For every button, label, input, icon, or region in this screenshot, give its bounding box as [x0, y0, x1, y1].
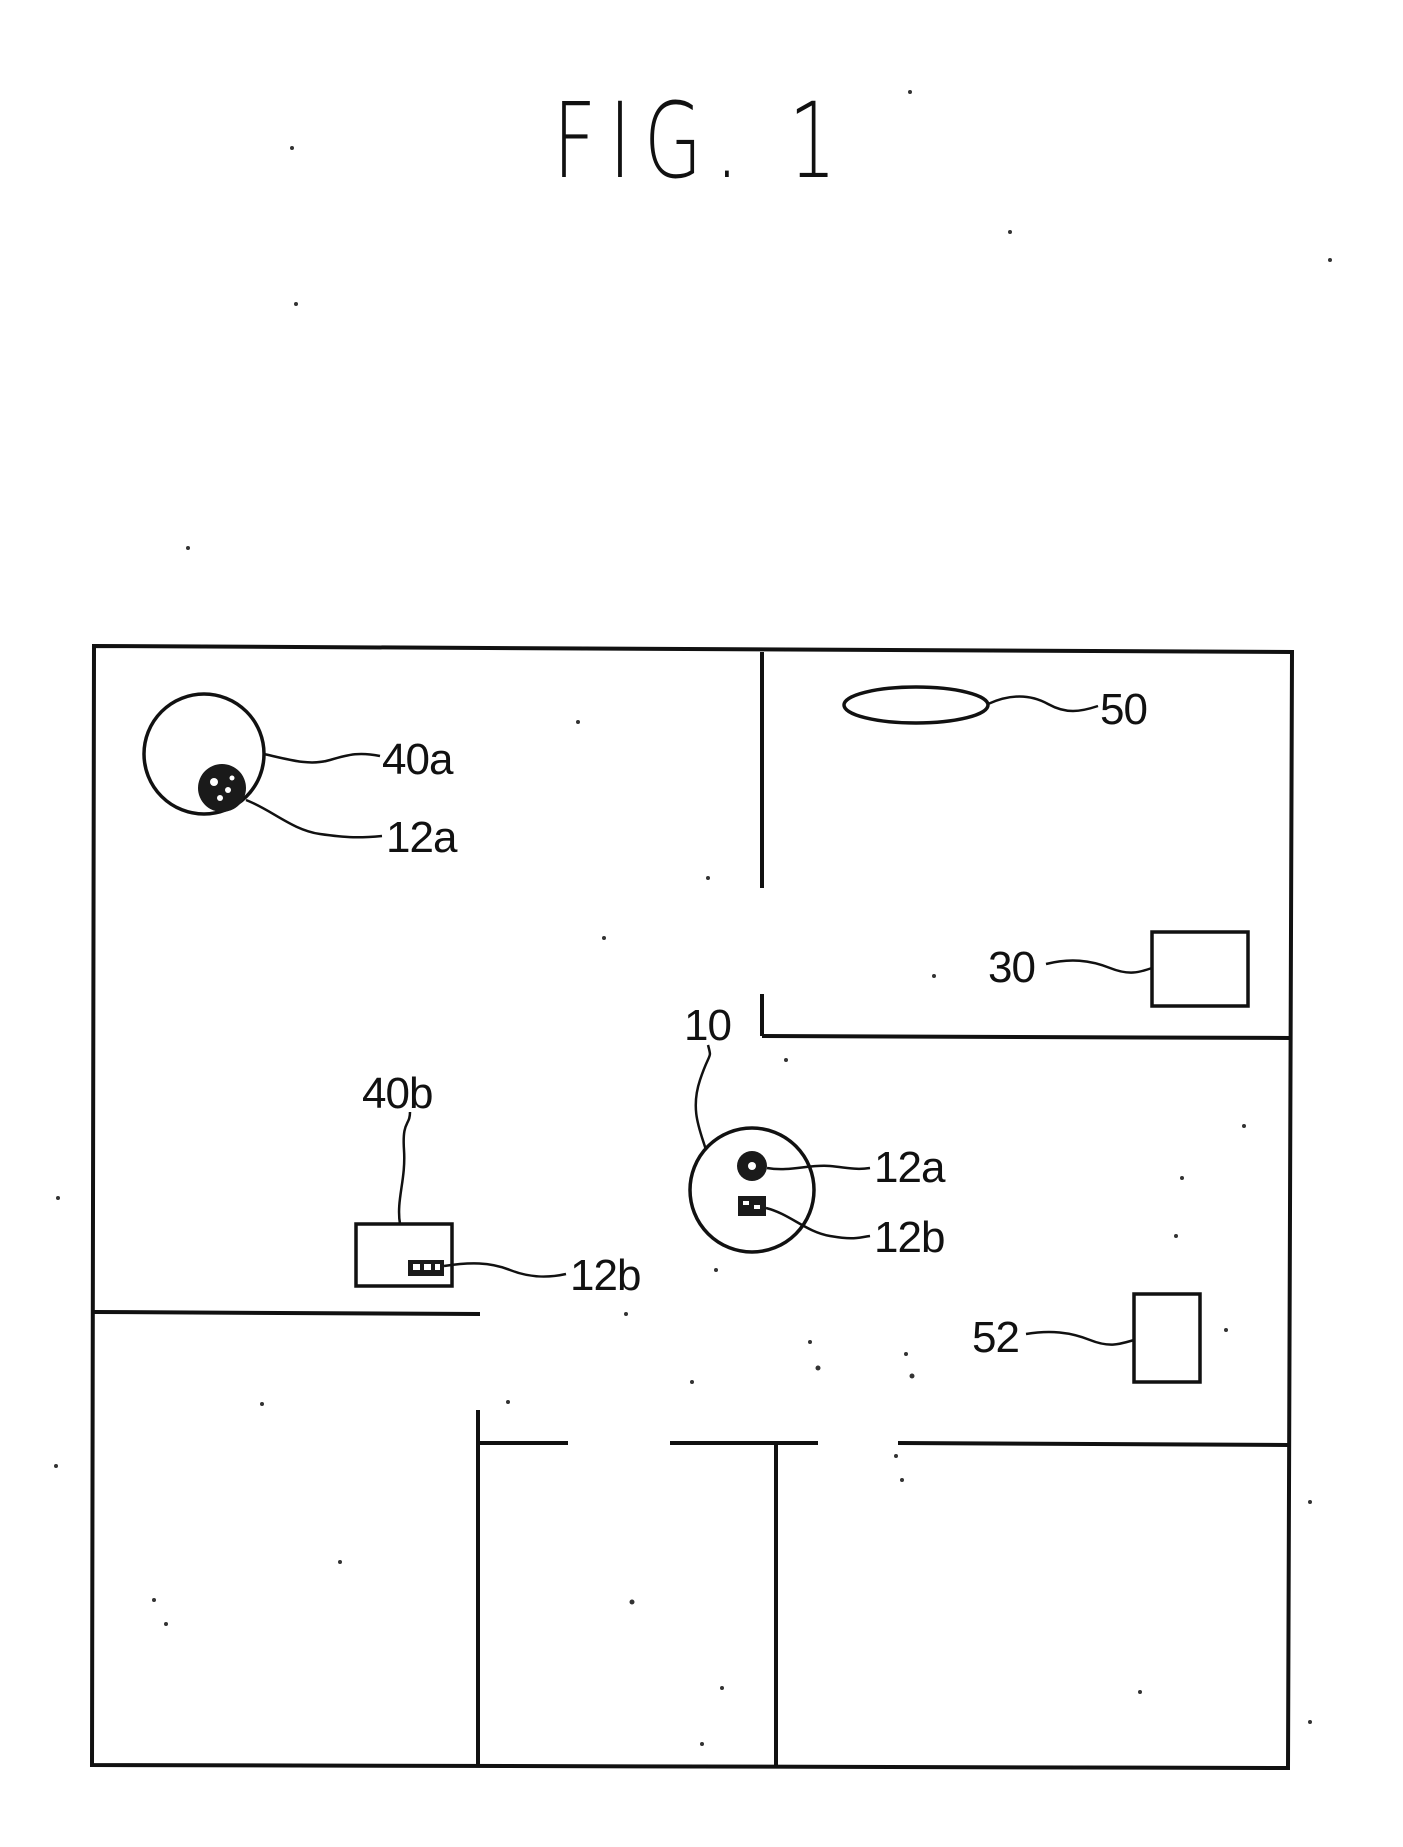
label-10-12b: 12b — [874, 1213, 944, 1262]
label-50: 50 — [1100, 685, 1147, 734]
label-40a: 40a — [382, 735, 454, 784]
device-30: 30 — [988, 932, 1248, 1006]
label-10: 10 — [684, 1001, 731, 1050]
device-40b-marker-12b: 12b — [408, 1251, 640, 1300]
label-40a-12a: 12a — [386, 813, 458, 862]
device-40b: 40b — [356, 1069, 452, 1286]
object-50: 50 — [844, 685, 1147, 734]
device-40a: 40a — [144, 694, 454, 814]
label-30: 30 — [988, 943, 1035, 992]
label-40b: 40b — [362, 1069, 432, 1118]
label-10-12a: 12a — [874, 1143, 946, 1192]
label-40b-12b: 12b — [570, 1251, 640, 1300]
robot-marker-12b: 12b — [738, 1196, 944, 1262]
robot-marker-12a: 12a — [737, 1143, 946, 1192]
object-52: 52 — [972, 1294, 1200, 1382]
label-52: 52 — [972, 1313, 1019, 1362]
scan-noise — [54, 90, 1332, 1746]
